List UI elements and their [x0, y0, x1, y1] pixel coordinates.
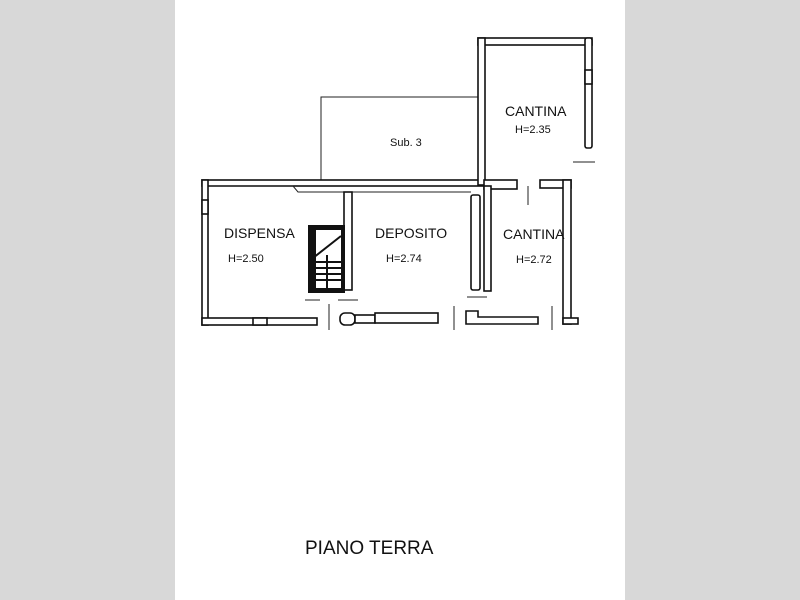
room-height-cantina-lower: H=2.72	[516, 254, 552, 266]
room-name-cantina-upper: CANTINA	[505, 103, 567, 119]
sub-3-label: Sub. 3	[390, 137, 422, 149]
floor-plan-sheet	[175, 0, 625, 600]
room-name-cantina-lower: CANTINA	[503, 226, 565, 242]
staircase	[308, 225, 345, 293]
room-height-deposito: H=2.74	[386, 253, 422, 265]
room-name-dispensa: DISPENSA	[224, 225, 295, 241]
door-marks	[305, 161, 595, 330]
walls	[201, 37, 593, 326]
sub-3-area-outline	[320, 96, 478, 183]
room-name-deposito: DEPOSITO	[375, 225, 447, 241]
room-height-dispensa: H=2.50	[228, 253, 264, 265]
room-height-cantina-upper: H=2.35	[515, 124, 551, 136]
plan-title: PIANO TERRA	[305, 538, 434, 559]
